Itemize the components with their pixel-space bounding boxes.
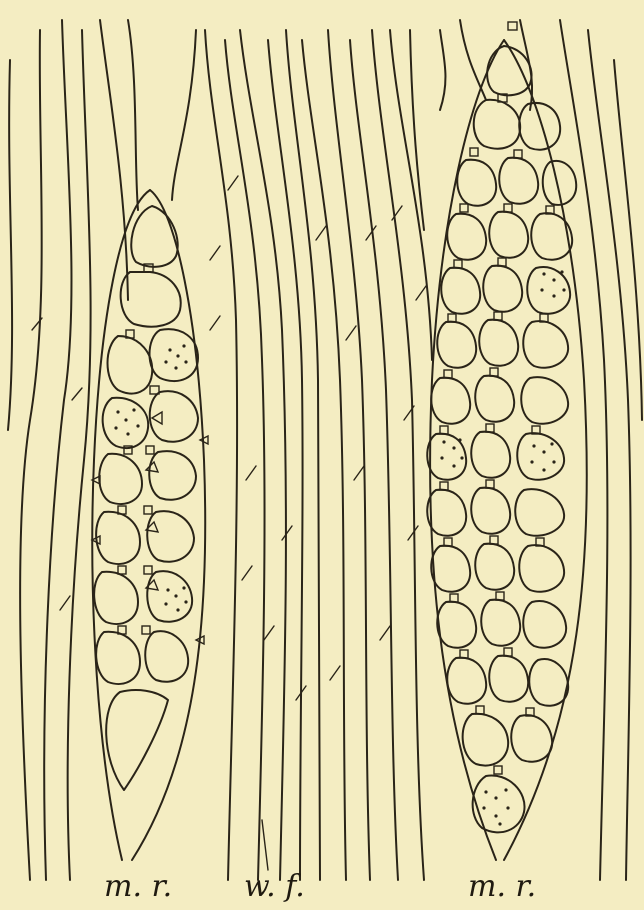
medullary-ray-label-right: m. r. — [468, 872, 536, 902]
left-medullary-ray — [92, 190, 208, 860]
wf-leader-line — [262, 820, 268, 870]
medullary-ray-label-left: m. r. — [104, 872, 172, 902]
wood-fibre-label: w. f. — [244, 872, 305, 902]
right-medullary-ray — [427, 22, 587, 860]
